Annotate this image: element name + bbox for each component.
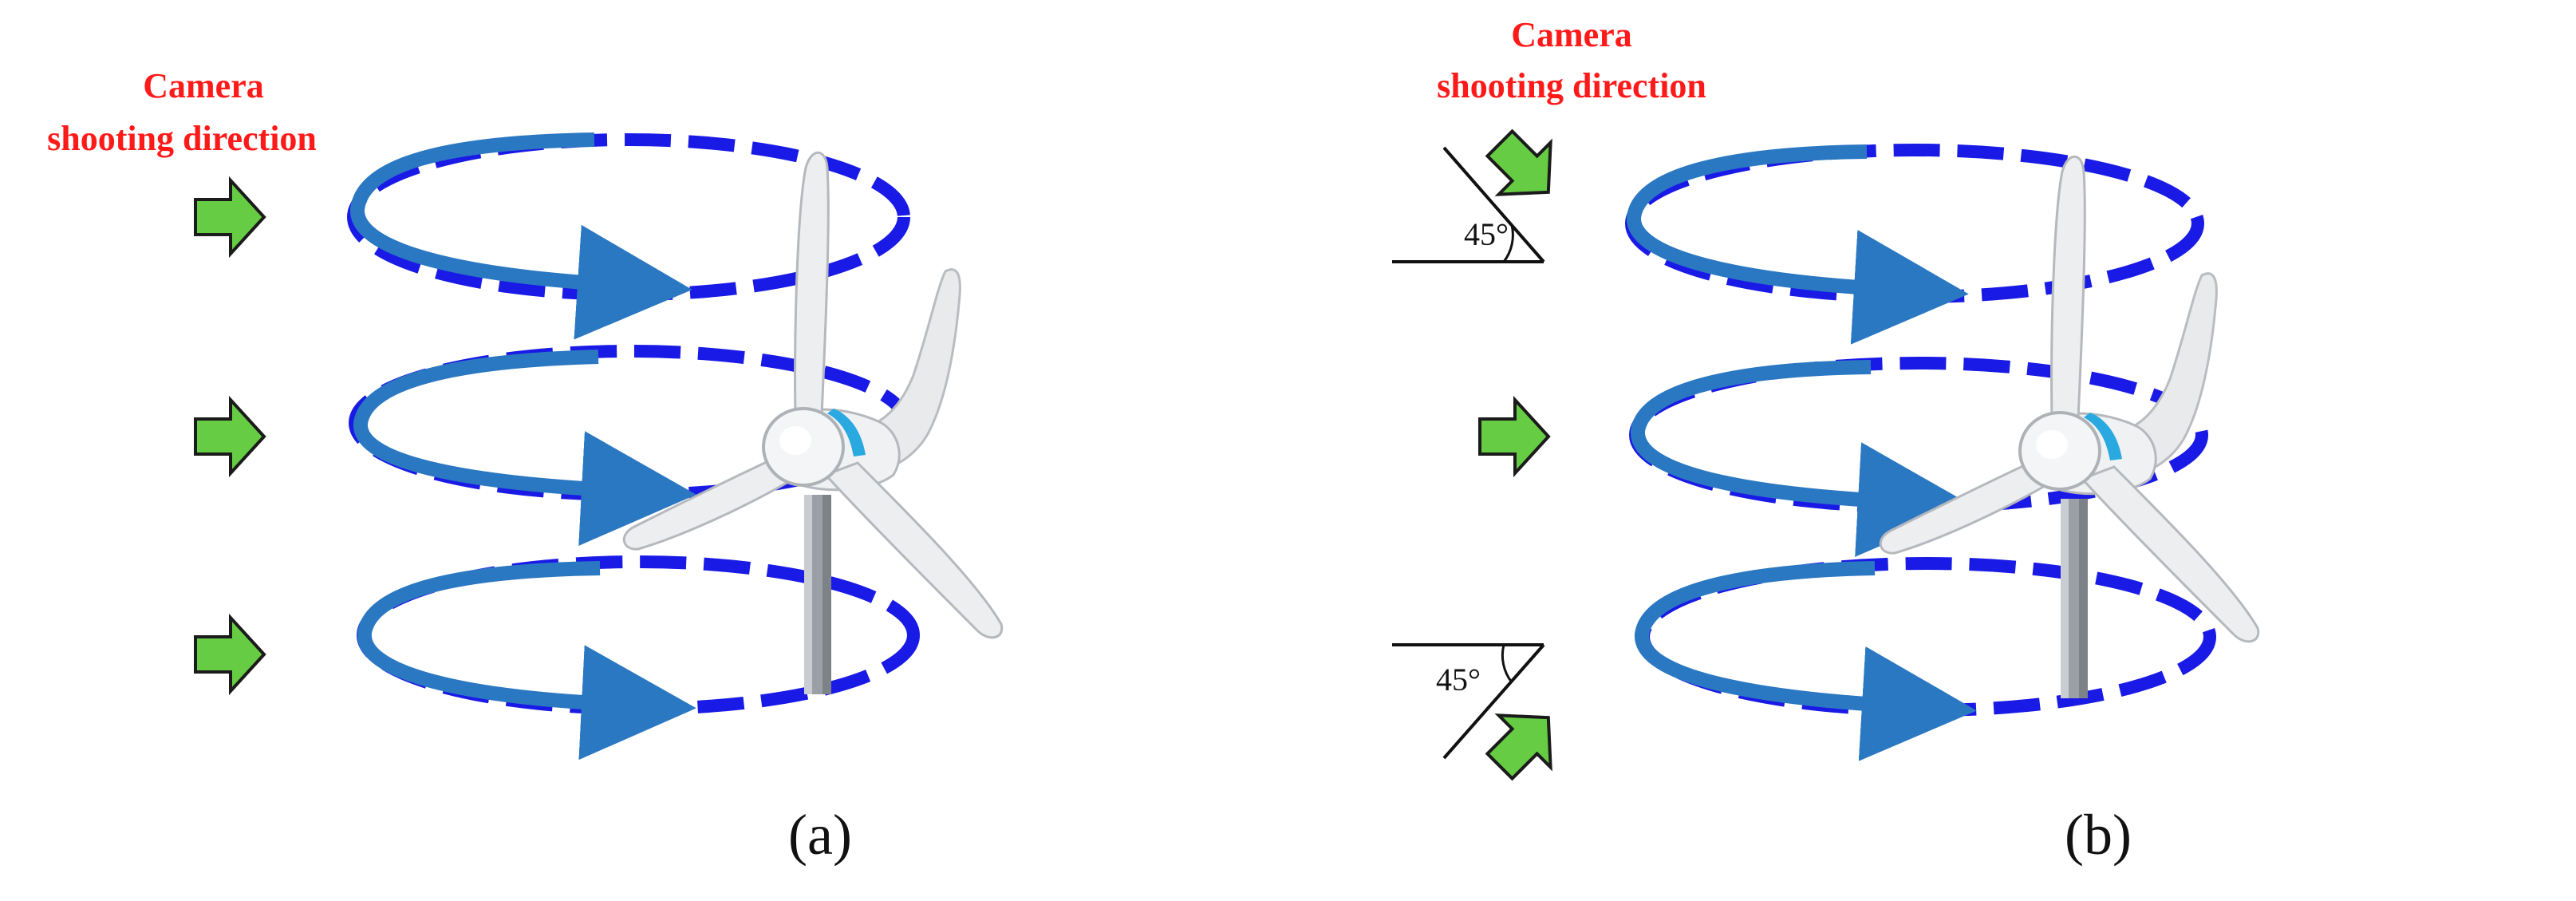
camera-direction-arrow-icon <box>194 179 266 255</box>
camera-label-b-line1: Camera <box>1511 15 1632 54</box>
camera-direction-arrow-icon <box>1478 398 1550 475</box>
panel-a: Camera shooting direction (a) <box>47 66 1004 867</box>
orbit-bottom-a <box>357 555 920 761</box>
orbit-middle-b <box>1629 357 2208 557</box>
camera-direction-arrow-icon <box>1473 117 1574 218</box>
camera-angle-top-b: 45° <box>1392 117 1574 263</box>
angle-label-top: 45° <box>1464 216 1509 252</box>
wind-turbine-icon <box>1879 155 2260 700</box>
orbit-top-b <box>1625 144 2204 345</box>
caption-b: (b) <box>2065 803 2132 867</box>
camera-direction-arrow-icon <box>194 398 266 475</box>
camera-angle-bottom-b: 45° <box>1392 643 1574 792</box>
camera-label-b-line2: shooting direction <box>1437 66 1706 105</box>
panel-b: 45° 45° Camera shooting direction (b) <box>1392 15 2260 867</box>
wind-turbine-icon <box>622 151 1004 696</box>
caption-a: (a) <box>788 803 852 867</box>
angle-label-bottom: 45° <box>1436 662 1481 697</box>
camera-label-a-line2: shooting direction <box>47 119 317 158</box>
orbit-top-a <box>347 132 910 340</box>
camera-direction-arrow-icon <box>194 616 266 693</box>
camera-label-a-line1: Camera <box>143 66 264 105</box>
orbit-bottom-b <box>1635 557 2216 761</box>
